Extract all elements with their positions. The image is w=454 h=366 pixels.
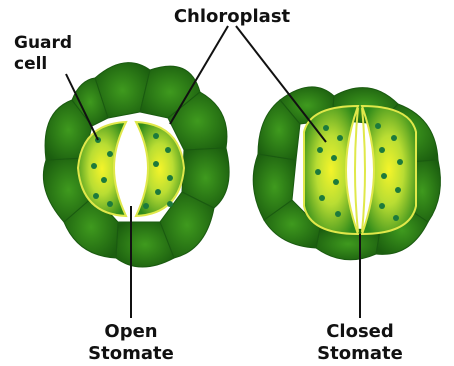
chloroplast-dot [393,215,399,221]
closed-stomate-group [253,87,440,260]
chloroplast-dot [143,203,149,209]
open-stomate-label-line1: Open [104,321,157,342]
open-stomatal-pore [123,132,140,204]
chloroplast-dot [101,177,107,183]
chloroplast-dot [379,147,385,153]
chloroplast-dot [337,135,343,141]
chloroplast-dot [391,135,397,141]
chloroplast-dot [335,211,341,217]
closed-guard-cell-right [362,106,416,234]
closed-stomate-label-line1: Closed [326,321,394,342]
chloroplast-dot [153,161,159,167]
chloroplast-dot [167,175,173,181]
chloroplast-dot [397,159,403,165]
closed-stomate-label-line2: Stomate [317,343,403,364]
chloroplast-dot [155,189,161,195]
guard-cell-label-line2: cell [14,54,47,74]
chloroplast-dot [91,163,97,169]
chloroplast-dot [331,155,337,161]
chloroplast-dot [167,201,173,207]
chloroplast-dot [315,169,321,175]
closed-stomatal-pore-line [355,108,365,232]
chloroplast-dot [165,147,171,153]
open-stomate-label-line2: Stomate [88,343,174,364]
chloroplast-dot [375,123,381,129]
chloroplast-dot [153,133,159,139]
chloroplast-dot [381,173,387,179]
chloroplast-dot [107,151,113,157]
open-stomate-group [43,63,229,267]
chloroplast-dot [317,147,323,153]
guard-cell-label-line1: Guard [14,33,72,53]
chloroplast-dot [93,193,99,199]
chloroplast-dot [107,201,113,207]
chloroplast-dot [379,203,385,209]
chloroplast-dot [333,179,339,185]
chloroplast-label: Chloroplast [174,6,291,27]
chloroplast-dot [319,195,325,201]
chloroplast-dot [395,187,401,193]
chloroplast-dot [323,125,329,131]
